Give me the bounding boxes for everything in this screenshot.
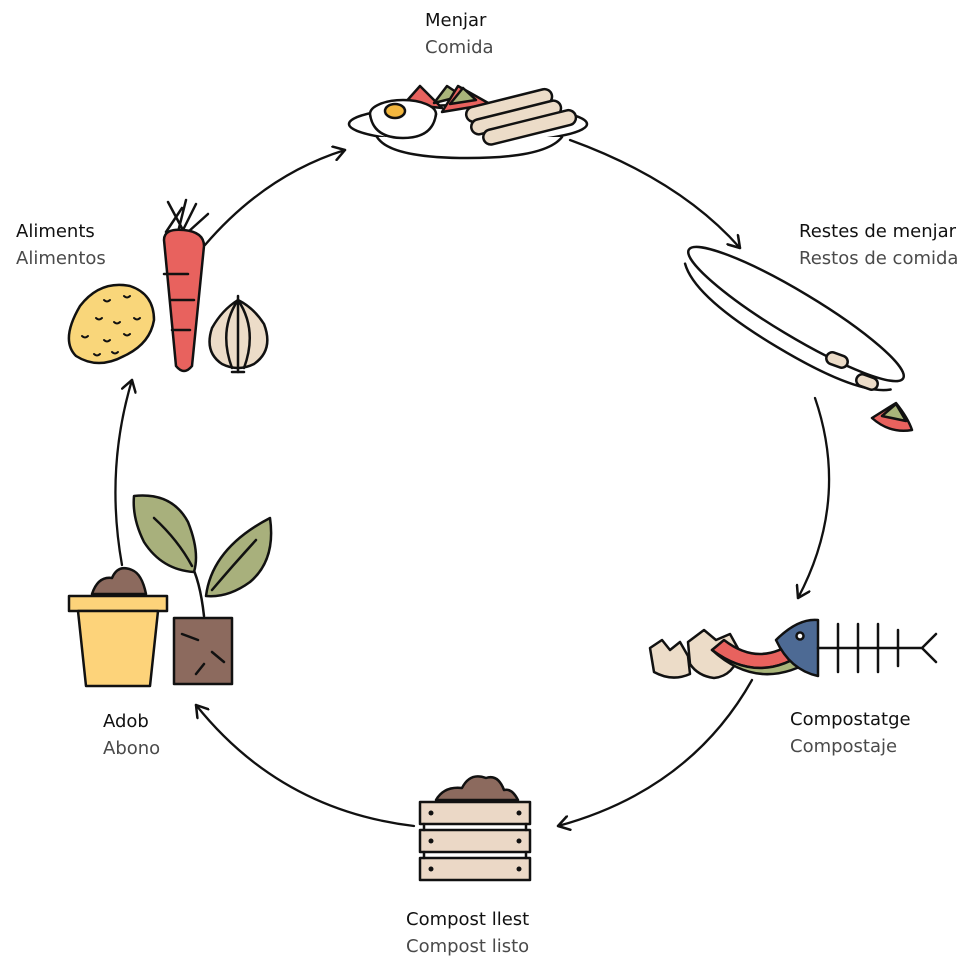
arrow-compost-to-fertilizer xyxy=(196,705,416,828)
stage-name-spanish: Compost listo xyxy=(406,936,530,957)
arrow-composting-to-compost xyxy=(558,678,754,826)
vegetables-icon xyxy=(67,198,269,374)
stage-name-spanish: Alimentos xyxy=(16,248,106,269)
compost-crate-icon xyxy=(418,775,532,882)
stage-name-catalan: Compostatge xyxy=(790,709,911,730)
stage-label-composting: Compostatge Compostaje xyxy=(790,706,911,760)
stage-name-spanish: Compostaje xyxy=(790,736,898,757)
stage-label-fertilizer: Adob Abono xyxy=(103,708,160,762)
stage-name-catalan: Aliments xyxy=(16,221,95,242)
arrow-food-to-leftovers xyxy=(568,138,740,248)
stage-name-spanish: Comida xyxy=(425,37,494,58)
arrow-leftovers-to-composting xyxy=(798,396,831,598)
stage-name-spanish: Restos de comida xyxy=(799,248,959,269)
stage-label-leftovers: Restes de menjar Restos de comida xyxy=(799,218,958,272)
stage-label-compost-ready: Compost llest Compost listo xyxy=(406,906,529,960)
stage-name-spanish: Abono xyxy=(103,738,161,759)
stage-label-groceries: Aliments Alimentos xyxy=(16,218,106,272)
stage-name-catalan: Menjar xyxy=(425,10,487,31)
stage-name-catalan: Restes de menjar xyxy=(799,221,957,242)
arrow-fertilizer-to-groceries xyxy=(114,380,132,567)
flowerpot-plant-icon xyxy=(67,494,273,688)
plate-of-food-icon xyxy=(347,84,589,160)
stage-label-food: Menjar Comida xyxy=(425,7,494,61)
leftover-plate-icon xyxy=(683,245,914,432)
compost-scraps-icon xyxy=(648,618,938,680)
arrow-groceries-to-food xyxy=(203,150,345,247)
stage-name-catalan: Adob xyxy=(103,711,149,732)
stage-name-catalan: Compost llest xyxy=(406,909,530,930)
